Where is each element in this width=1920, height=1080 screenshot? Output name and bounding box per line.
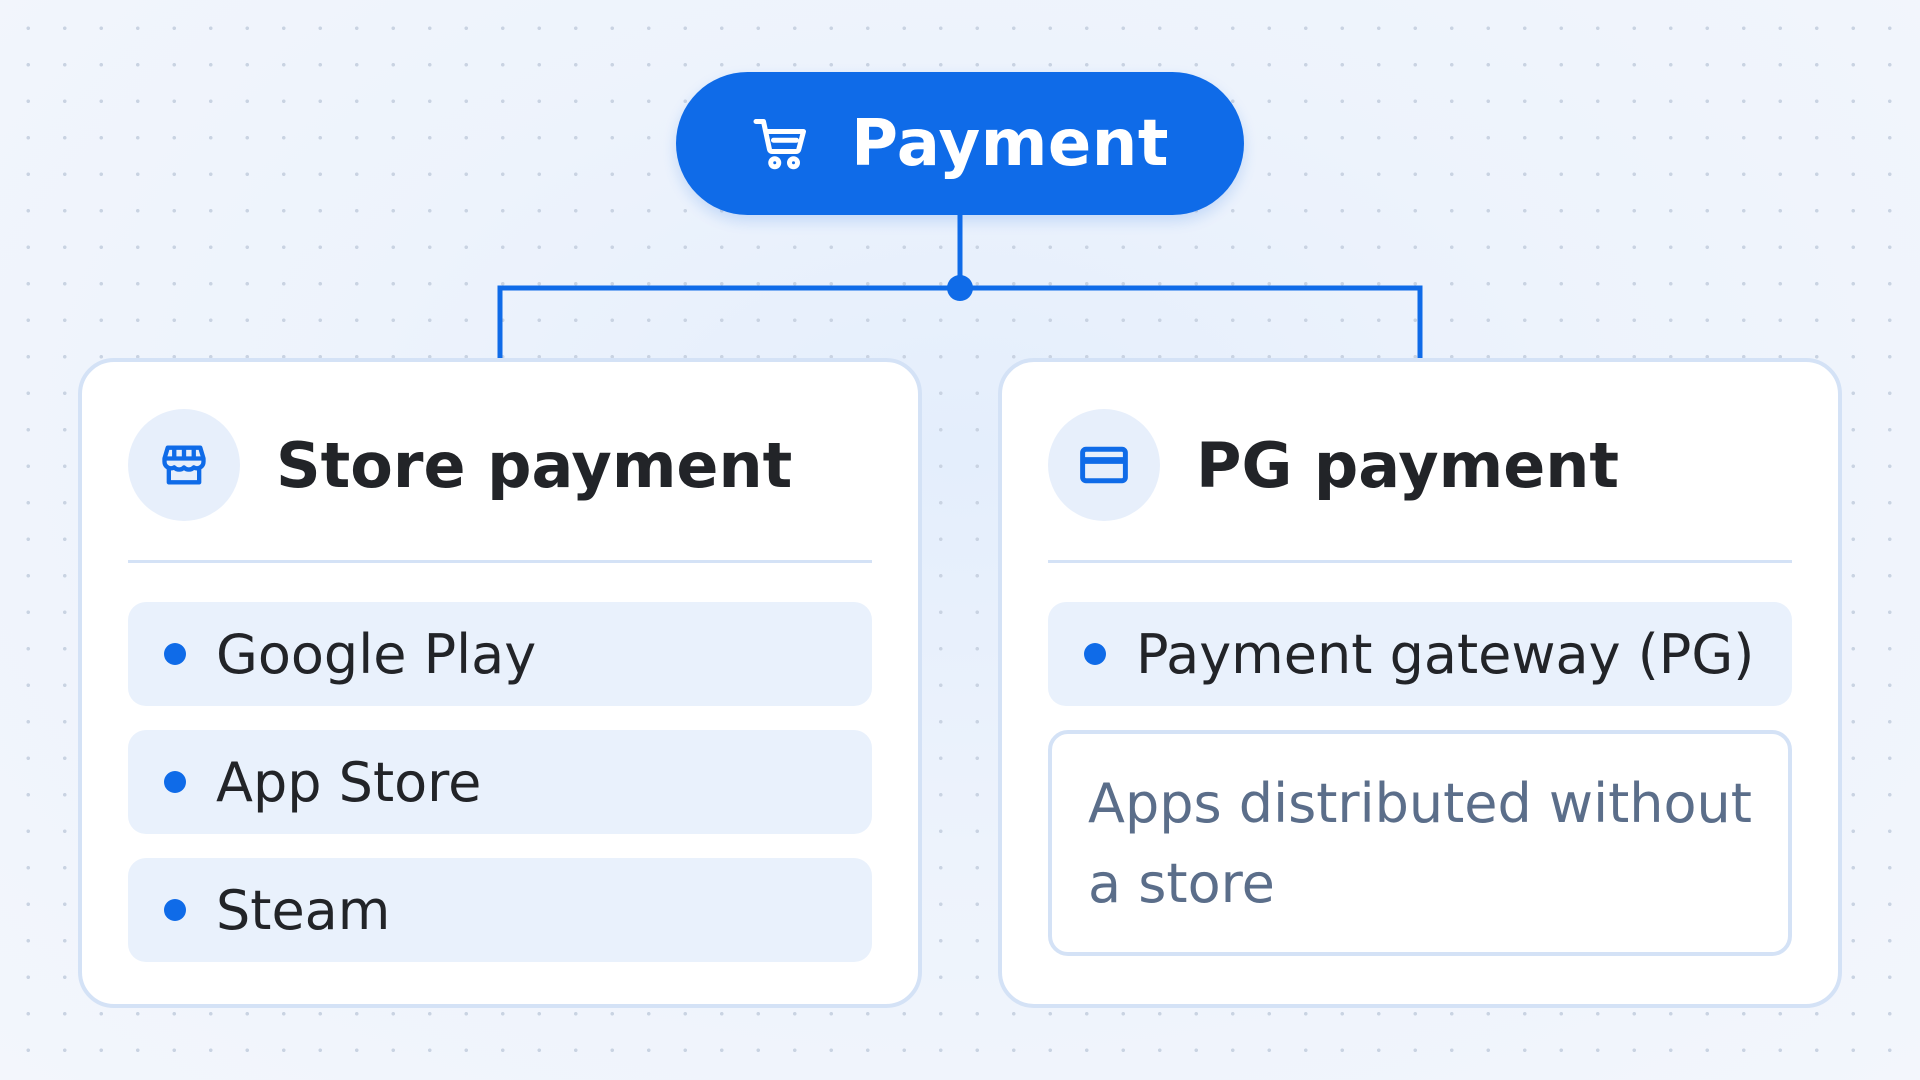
store-payment-header: Store payment <box>128 408 792 522</box>
store-payment-card: Store payment Google Play App Store Stea… <box>78 358 922 1008</box>
store-payment-list: Google Play App Store Steam <box>128 602 872 986</box>
cart-icon <box>751 114 811 174</box>
list-item: Payment gateway (PG) <box>1048 602 1792 706</box>
pg-payment-note: Apps distributed without a store <box>1048 730 1792 956</box>
list-item: Steam <box>128 858 872 962</box>
bullet-dot <box>164 899 186 921</box>
root-label: Payment <box>851 106 1169 181</box>
store-payment-title: Store payment <box>276 428 793 502</box>
list-item-label: Payment gateway (PG) <box>1136 622 1755 686</box>
list-item-label: Google Play <box>216 622 537 686</box>
list-item-label: Steam <box>216 878 391 942</box>
list-item-label: App Store <box>216 750 482 814</box>
root-node-payment: Payment <box>676 72 1244 215</box>
list-item: Google Play <box>128 602 872 706</box>
list-item: App Store <box>128 730 872 834</box>
storefront-icon <box>128 409 240 521</box>
divider <box>1048 560 1792 563</box>
divider <box>128 560 872 563</box>
pg-payment-card: PG payment Payment gateway (PG) Apps dis… <box>998 358 1842 1008</box>
bullet-dot <box>164 643 186 665</box>
bullet-dot <box>164 771 186 793</box>
credit-card-icon <box>1048 409 1160 521</box>
pg-payment-header: PG payment <box>1048 408 1619 522</box>
pg-payment-title: PG payment <box>1196 428 1620 502</box>
bullet-dot <box>1084 643 1106 665</box>
pg-payment-list: Payment gateway (PG) Apps distributed wi… <box>1048 602 1792 956</box>
